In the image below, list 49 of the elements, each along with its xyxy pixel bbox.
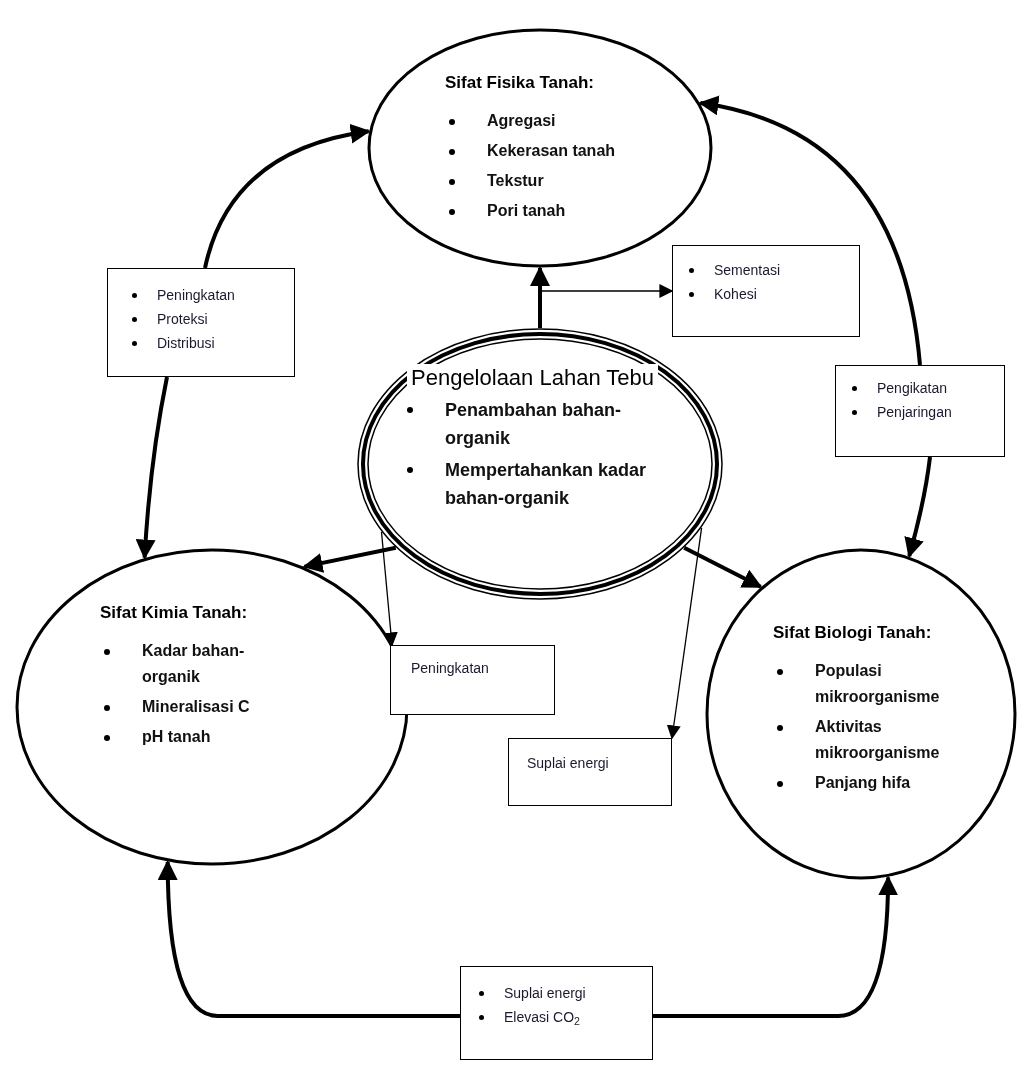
list-item: Distribusi <box>157 334 215 353</box>
list-item: Penambahan bahan-organik <box>445 398 623 450</box>
list-item: Kohesi <box>714 285 757 304</box>
arrow <box>666 527 703 740</box>
title: Pengelolaan Lahan Tebu <box>407 364 659 392</box>
list-item: Kadar bahan-organik <box>142 640 246 687</box>
text-box <box>508 738 672 806</box>
heading: Sifat Fisika Tanah: <box>445 72 595 94</box>
list-item: Populasi mikroorganisme <box>815 660 941 707</box>
heading: Sifat Biologi Tanah: <box>773 622 933 644</box>
arrow <box>904 456 932 559</box>
list-item: Elevasi CO$_{2}$ <box>504 1008 580 1029</box>
list-item: Mempertahankan kadar bahan-organik <box>445 458 648 510</box>
heading: Sifat Kimia Tanah: <box>100 602 249 624</box>
list-item: pH tanah <box>142 726 211 747</box>
list-item: Peningkatan <box>411 659 489 678</box>
list-item: Suplai energi <box>527 754 609 773</box>
text-box <box>672 245 860 337</box>
list-item: Pengikatan <box>877 379 948 398</box>
list-item: Mineralisasi C <box>142 696 250 717</box>
list-item: Peningkatan <box>157 286 235 305</box>
arrow <box>157 859 460 1018</box>
list-item: Suplai energi <box>504 984 586 1003</box>
ellipse <box>367 28 713 268</box>
arrow <box>302 545 397 573</box>
text-box <box>460 966 653 1060</box>
arrow <box>530 266 550 328</box>
list-item: Agregasi <box>487 110 556 131</box>
ellipse <box>705 548 1017 880</box>
text-box <box>835 365 1005 457</box>
list-item: Proteksi <box>157 310 208 329</box>
arrow <box>539 284 674 329</box>
ellipse <box>15 548 409 866</box>
list-item: Kekerasan tanah <box>487 140 616 161</box>
list-item: Panjang hifa <box>815 772 911 793</box>
double-ellipse <box>357 328 723 600</box>
arrow <box>380 531 398 647</box>
text-box <box>390 645 555 715</box>
list-item: Tekstur <box>487 170 544 191</box>
arrow <box>135 376 169 560</box>
arrow <box>698 96 922 366</box>
list-item: Sementasi <box>714 261 781 280</box>
arrow <box>683 545 763 589</box>
arrow <box>653 875 898 1018</box>
list-item: Pori tanah <box>487 200 566 221</box>
text-box <box>107 268 295 377</box>
arrow <box>203 124 371 269</box>
list-item: Aktivitas mikroorganisme <box>815 716 941 763</box>
list-item: Penjaringan <box>877 403 952 422</box>
